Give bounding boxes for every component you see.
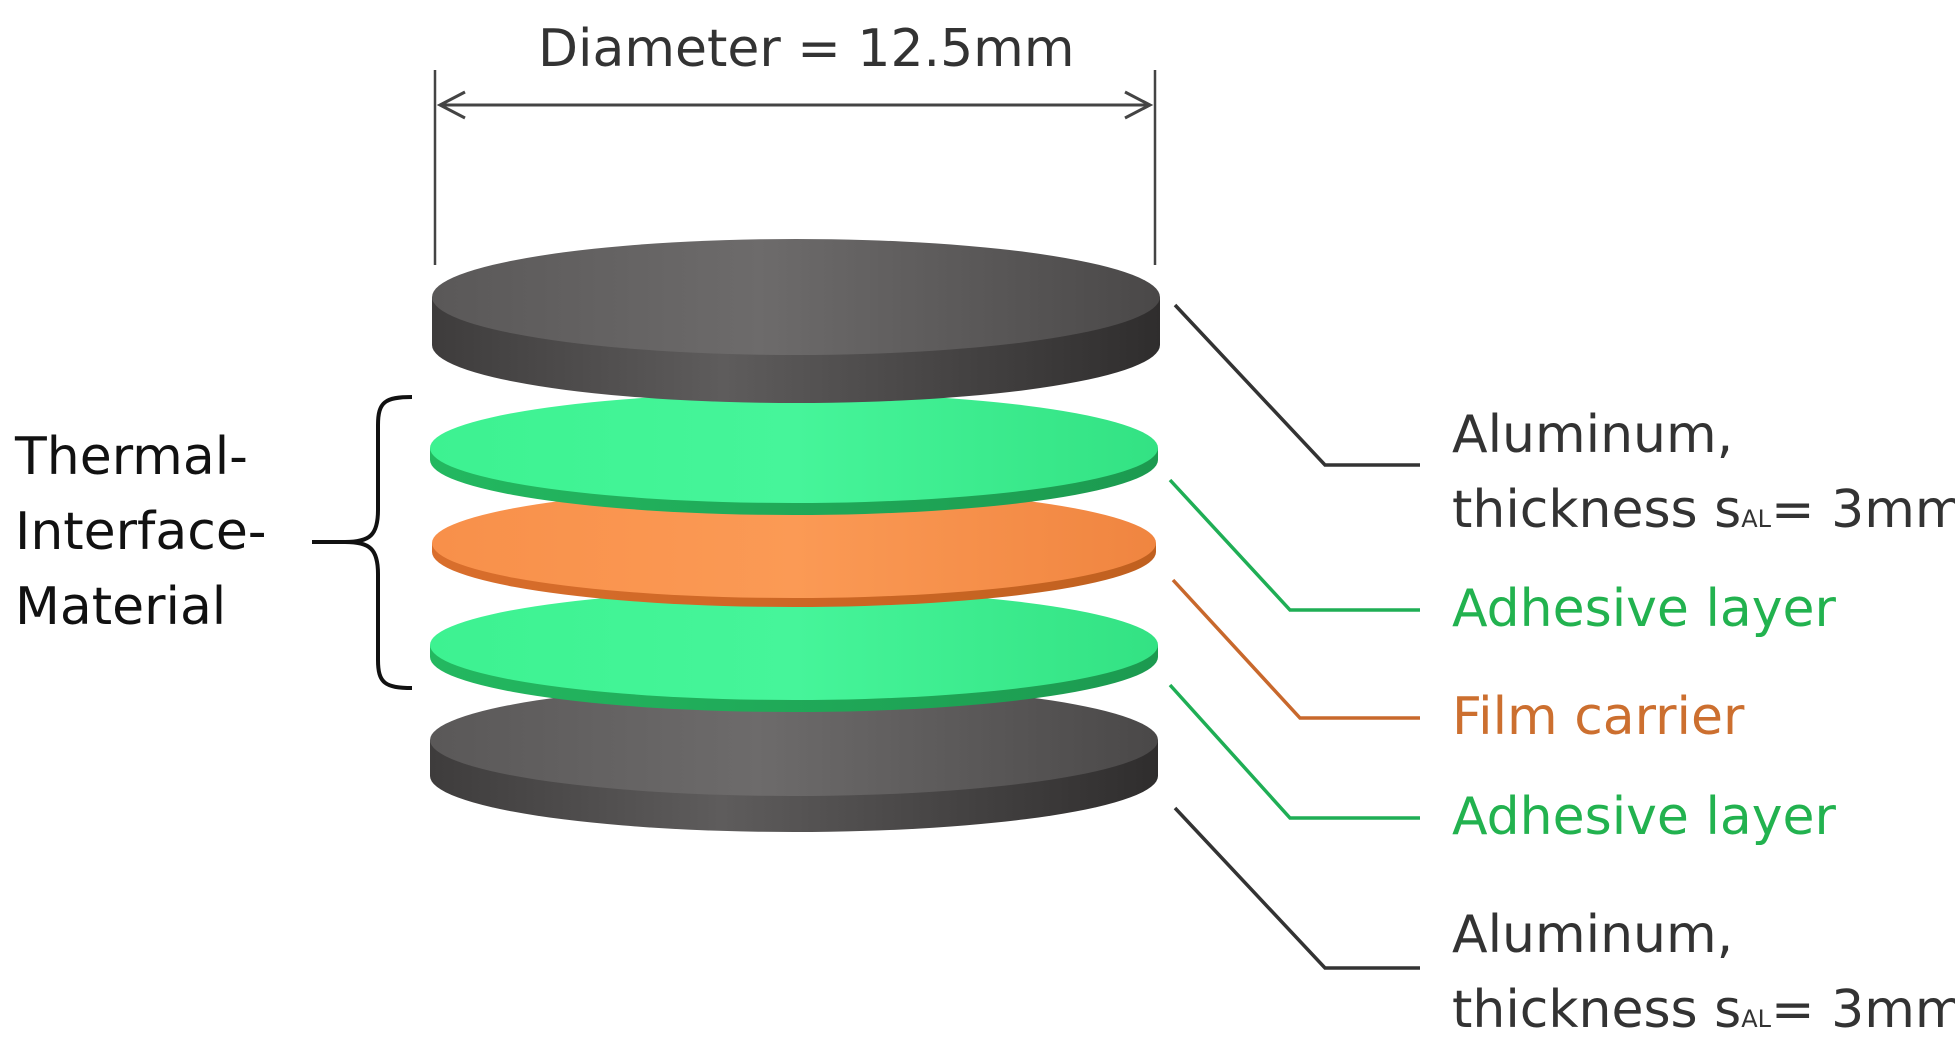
adhesive-disc-top xyxy=(430,393,1158,515)
film-carrier-disc xyxy=(432,488,1156,607)
adhesive-bottom-text: Adhesive layer xyxy=(1452,787,1836,847)
leader-aluminum-top xyxy=(1173,303,1420,467)
aluminum-disc-top xyxy=(432,239,1160,403)
aluminum-top-line1: Aluminum, xyxy=(1452,405,1734,465)
aluminum-bottom-line2: thickness sAL= 3mm xyxy=(1452,973,1955,1057)
aluminum-top-thickness-value: = 3mm xyxy=(1771,480,1955,540)
label-adhesive-top: Adhesive layer xyxy=(1452,572,1836,647)
aluminum-disc-bottom xyxy=(430,684,1158,832)
aluminum-top-thickness-subscript: AL xyxy=(1741,505,1772,533)
label-adhesive-bottom: Adhesive layer xyxy=(1452,780,1836,855)
tim-label-line3: Material xyxy=(15,577,227,637)
label-film-carrier: Film carrier xyxy=(1452,680,1744,755)
aluminum-bottom-thickness-subscript: AL xyxy=(1741,1005,1772,1033)
diameter-text: Diameter = 12.5mm xyxy=(538,19,1075,79)
leader-adhesive-bottom xyxy=(1168,683,1420,820)
dimension-arrow-right-icon xyxy=(1124,90,1154,120)
aluminum-top-thickness-prefix: thickness s xyxy=(1452,480,1742,540)
aluminum-bottom-thickness-prefix: thickness s xyxy=(1452,980,1742,1040)
tim-group-label: Thermal- Interface- Material xyxy=(15,420,267,645)
leader-aluminum-bottom xyxy=(1173,806,1420,970)
tim-label-line2: Interface- xyxy=(15,502,267,562)
label-aluminum-top: Aluminum, thickness sAL= 3mm xyxy=(1452,398,1955,557)
diameter-label: Diameter = 12.5mm xyxy=(538,12,1074,87)
aluminum-bottom-line1: Aluminum, xyxy=(1452,905,1734,965)
tim-curly-brace-icon xyxy=(312,395,413,690)
adhesive-top-text: Adhesive layer xyxy=(1452,579,1836,639)
adhesive-disc-bottom xyxy=(430,590,1158,712)
leader-adhesive-top xyxy=(1168,478,1420,612)
aluminum-bottom-thickness-value: = 3mm xyxy=(1771,980,1955,1040)
label-aluminum-bottom: Aluminum, thickness sAL= 3mm xyxy=(1452,898,1955,1057)
leader-film-carrier xyxy=(1171,578,1420,720)
diameter-dimension xyxy=(433,70,1157,265)
film-carrier-text: Film carrier xyxy=(1452,687,1745,747)
dimension-arrow-left-icon xyxy=(436,90,466,120)
aluminum-top-line2: thickness sAL= 3mm xyxy=(1452,473,1955,557)
tim-label-line1: Thermal- xyxy=(15,427,248,487)
